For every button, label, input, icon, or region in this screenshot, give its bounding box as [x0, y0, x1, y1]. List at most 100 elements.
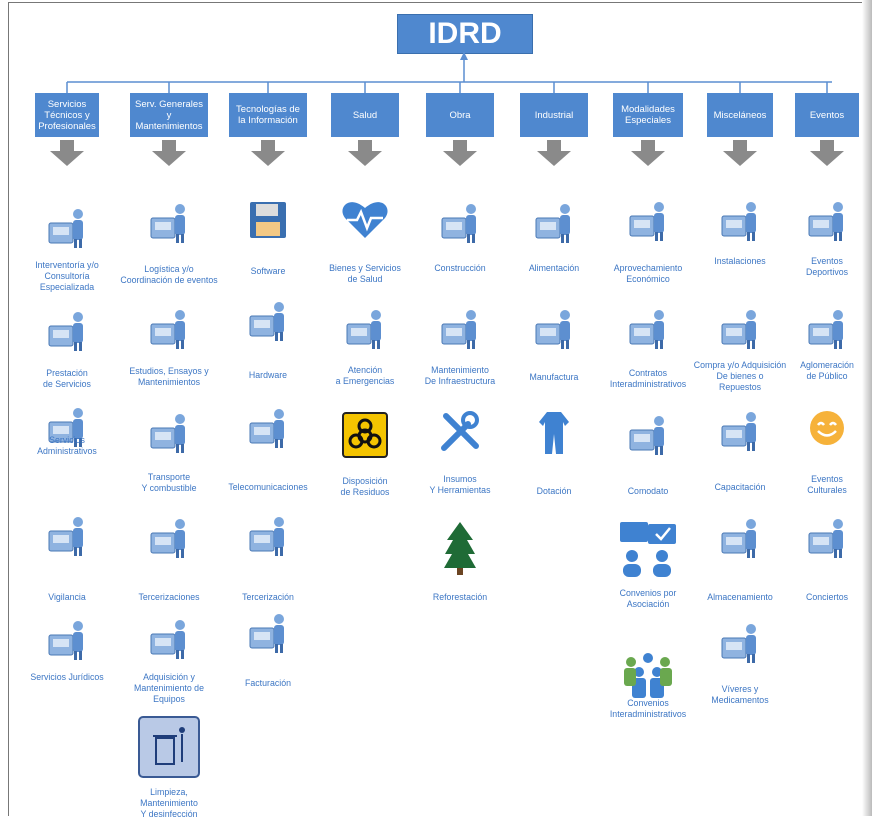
item-label: Software [250, 266, 286, 276]
item-label: Transporte Y combustible [141, 472, 197, 493]
engineer-desk-icon [45, 205, 89, 254]
tree-icon [443, 520, 477, 581]
billing-icon [246, 610, 290, 659]
item-label: Compra y/o Adquisición De bienes o Repue… [693, 360, 787, 392]
purchase-icon [718, 306, 762, 355]
worker-desk-icon [45, 308, 89, 357]
server-racks-icon [718, 198, 762, 247]
item-label: Mantenimiento De Infraestructura [424, 365, 496, 386]
item-label: Disposición de Residuos [340, 476, 390, 497]
sports-icon [805, 198, 849, 247]
item-label: Servicios Jurídicos [30, 672, 104, 682]
warehouse-icon [718, 515, 762, 564]
category-header: Eventos [795, 93, 859, 137]
item-label: Estudios, Ensayos y Mantenimientos [129, 366, 209, 387]
smiley-icon [809, 410, 845, 451]
chat-people-icon [618, 520, 678, 583]
category-header: Misceláneos [707, 93, 773, 137]
item-label: Limpieza, Mantenimiento Y desinfección [140, 787, 198, 819]
item-label: Reforestación [432, 592, 488, 602]
item-label: Manufactura [529, 372, 579, 382]
equipment-icon [147, 616, 191, 665]
item-label: Interventoría y/o Consultoría Especializ… [35, 260, 99, 292]
heartbeat-icon [341, 198, 389, 245]
item-label: Convenios Interadministrativos [609, 698, 687, 719]
item-label: Servicios Administrativos [37, 435, 97, 456]
logistics-icon [147, 200, 191, 249]
category-header: Obra [426, 93, 494, 137]
down-arrow-icon [810, 140, 844, 166]
down-arrow-icon [443, 140, 477, 166]
tools-icon [438, 410, 482, 459]
trash-can-icon [138, 716, 200, 783]
floppy-disk-icon [248, 200, 288, 245]
meeting-icon [246, 513, 290, 562]
item-label: Convenios por Asociación [619, 588, 677, 609]
item-label: Telecomunicaciones [228, 482, 308, 492]
item-label: Construcción [434, 263, 486, 273]
item-label: Instalaciones [714, 256, 766, 266]
item-label: Aglomeración de Público [800, 360, 854, 381]
category-header: Salud [331, 93, 399, 137]
down-arrow-icon [723, 140, 757, 166]
scales-icon [45, 617, 89, 666]
office-worker-icon [45, 404, 89, 453]
down-arrow-icon [631, 140, 665, 166]
item-label: Bienes y Servicios de Salud [329, 263, 401, 284]
item-label: Adquisición y Mantenimiento de Equipos [134, 672, 204, 704]
servers-icon [246, 298, 290, 347]
item-label: Eventos Deportivos [805, 256, 849, 277]
category-header: Modalidades Especiales [613, 93, 683, 137]
lab-flask-icon [147, 306, 191, 355]
handshake-icon [626, 306, 670, 355]
item-label: Insumos Y Herramientas [429, 474, 491, 495]
item-label: Atención a Emergencias [335, 365, 395, 386]
stage-icon [805, 515, 849, 564]
desk-people-icon [626, 412, 670, 461]
item-label: Tercerización [242, 592, 294, 602]
item-label: Eventos Culturales [807, 474, 847, 495]
item-label: Almacenamiento [707, 592, 773, 602]
transport-box-icon [147, 410, 191, 459]
manufacturing-icon [532, 306, 576, 355]
item-label: Tercerizaciones [138, 592, 200, 602]
item-label: Alimentación [528, 263, 580, 273]
classroom-icon [718, 408, 762, 457]
item-label: Contratos Interadministrativos [609, 368, 687, 389]
vending-machine-icon [532, 200, 576, 249]
item-label: Prestación de Servicios [43, 368, 91, 389]
stadium-icon [805, 306, 849, 355]
down-arrow-icon [152, 140, 186, 166]
uniform-icon [537, 408, 571, 461]
item-label: Víveres y Medicamentos [711, 684, 769, 705]
item-label: Comodato [627, 486, 669, 496]
coins-safe-icon [626, 198, 670, 247]
item-label: Vigilancia [48, 592, 86, 602]
down-arrow-icon [50, 140, 84, 166]
telephone-network-icon [246, 405, 290, 454]
category-header: Tecnologías de la Información [229, 93, 307, 137]
org-title: IDRD [397, 14, 533, 54]
item-label: Conciertos [805, 592, 849, 602]
category-header: Serv. Generales y Mantenimientos [130, 93, 208, 137]
guard-icon [45, 513, 89, 562]
page-edge-shadow [862, 0, 872, 816]
down-arrow-icon [537, 140, 571, 166]
terrain-map-icon [438, 306, 482, 355]
ambulance-icon [343, 306, 387, 355]
builder-icon [438, 200, 482, 249]
down-arrow-icon [251, 140, 285, 166]
biohazard-icon [342, 412, 388, 463]
group-people-icon [619, 650, 677, 705]
category-header: Servicios Técnicos y Profesionales [35, 93, 99, 137]
worker-computer-icon [147, 515, 191, 564]
pantry-icon [718, 620, 762, 669]
item-label: Hardware [248, 370, 288, 380]
item-label: Dotación [536, 486, 572, 496]
category-header: Industrial [520, 93, 588, 137]
item-label: Aprovechamiento Económico [613, 263, 683, 284]
item-label: Capacitación [714, 482, 766, 492]
down-arrow-icon [348, 140, 382, 166]
item-label: Logística y/o Coordinación de eventos [120, 264, 218, 285]
item-label: Facturación [245, 678, 291, 688]
